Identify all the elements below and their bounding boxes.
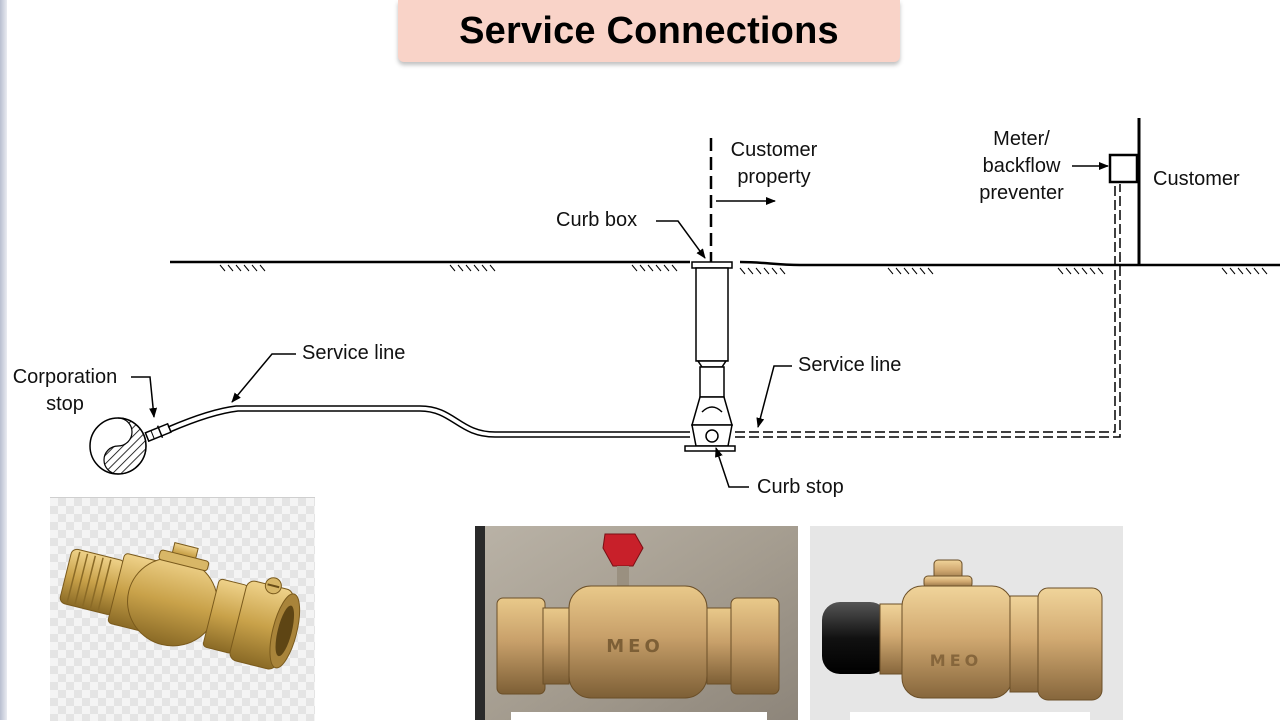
corporation-stop-label-line: stop <box>46 393 84 415</box>
service-line-public <box>167 405 690 438</box>
service-line-left-label: Service line <box>302 342 406 364</box>
corporation-stop-label: Corporation stop <box>6 364 124 418</box>
corporation-stop-fitting <box>144 422 172 443</box>
meter-box <box>1108 153 1139 184</box>
slide-title: Service Connections <box>459 9 839 52</box>
meter-label: Meter/ backflow preventer <box>970 126 1073 207</box>
leader-lines <box>131 220 792 488</box>
customer-property-label-line: property <box>737 166 811 188</box>
meter-label-line: preventer <box>979 182 1064 204</box>
svg-text:MEO: MEO <box>606 636 664 657</box>
customer-property-label-line: Customer <box>730 139 818 161</box>
water-main <box>89 417 147 475</box>
curb-stop-red-handle-photo: MEO <box>475 526 798 720</box>
customer-property-label: Customer property <box>726 137 822 191</box>
ground-line <box>170 260 1280 275</box>
customer-label: Customer <box>1153 168 1240 190</box>
slide-edge <box>0 0 7 720</box>
meter-label-line: backflow <box>982 155 1061 177</box>
curb-box-label: Curb box <box>556 209 638 231</box>
corporation-stop-label-line: Corporation <box>12 366 118 388</box>
svg-text:MEO: MEO <box>930 651 982 670</box>
service-line-customer <box>735 184 1121 438</box>
corporation-stop-photo <box>50 497 315 721</box>
curb-stop-label: Curb stop <box>757 476 844 498</box>
curb-box-assembly <box>684 261 736 452</box>
meter-label-line: Meter/ <box>993 128 1050 150</box>
title-banner: Service Connections <box>398 0 900 62</box>
curb-stop-black-cap-photo: MEO <box>810 526 1123 720</box>
service-line-right-label: Service line <box>798 354 902 376</box>
